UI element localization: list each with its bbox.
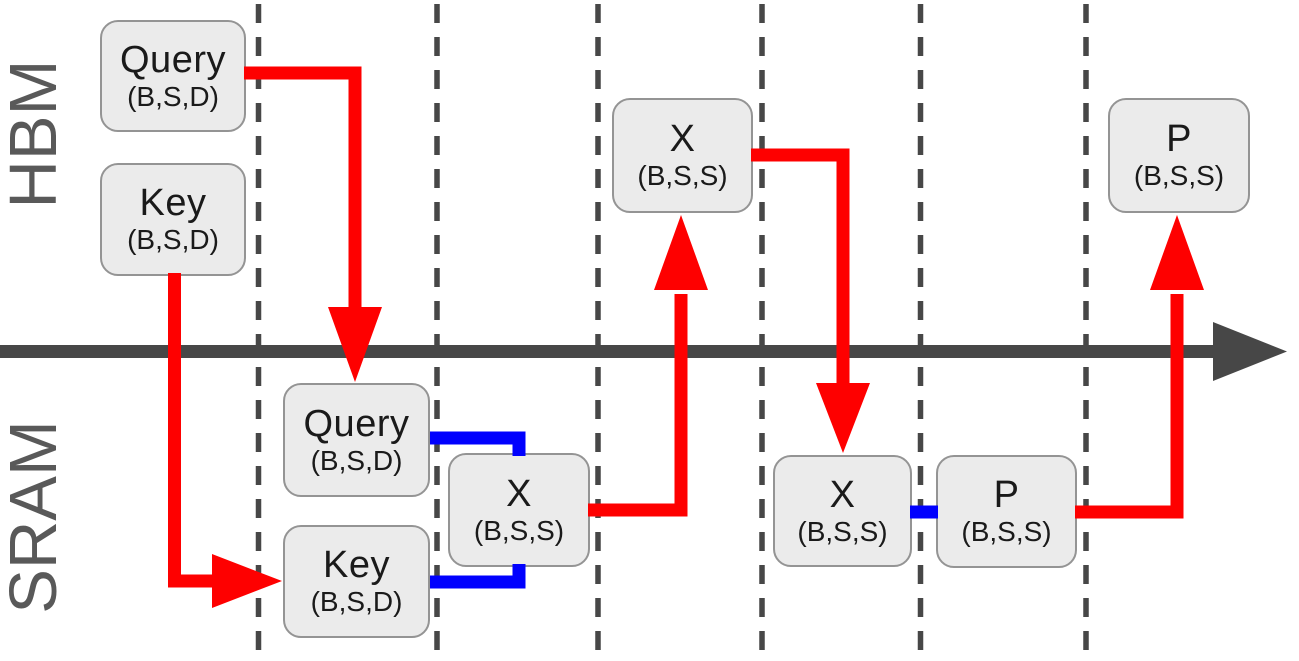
box-title: Query (303, 402, 410, 445)
sram-key-box: Key (B,S,D) (283, 525, 430, 638)
hbm-x-box: X (B,S,S) (612, 98, 753, 213)
box-title: P (1166, 118, 1192, 161)
load-query-arrowhead-icon (328, 307, 382, 382)
load-query-arrow (244, 66, 362, 310)
hbm-row-label: HBM (0, 59, 71, 209)
box-title: X (506, 472, 532, 515)
sram-x1-box: X (B,S,S) (448, 453, 590, 567)
box-title: Key (323, 544, 390, 587)
box-title: Query (120, 38, 226, 81)
box-dims: (B,S,D) (127, 224, 219, 256)
sram-x2-box: X (B,S,S) (773, 455, 912, 567)
hbm-key-box: Key (B,S,D) (100, 163, 246, 276)
box-dims: (B,S,S) (797, 515, 888, 547)
box-dims: (B,S,S) (637, 160, 728, 192)
box-title: P (993, 474, 1020, 517)
box-dims: (B,S,S) (1133, 160, 1225, 192)
load-key-arrowhead-icon (212, 554, 282, 608)
load-x-arrow (751, 148, 850, 387)
box-dims: (B,S,D) (310, 444, 403, 476)
write-x-arrowhead-icon (654, 215, 708, 290)
load-x-arrowhead-icon (816, 383, 870, 453)
load-key-arrow (168, 273, 214, 588)
hbm-query-box: Query (B,S,D) (100, 20, 246, 132)
box-title: Key (139, 182, 207, 225)
write-p-arrow (1075, 294, 1184, 519)
write-p-arrowhead-icon (1150, 215, 1204, 290)
sram-query-box: Query (B,S,D) (283, 383, 430, 497)
box-title: X (829, 473, 856, 516)
box-title: X (669, 118, 696, 161)
box-dims: (B,S,S) (473, 514, 565, 546)
sram-row-label: SRAM (0, 420, 71, 614)
box-dims: (B,S,D) (310, 586, 403, 618)
box-dims: (B,S,D) (127, 80, 219, 112)
hbm-p-box: P (B,S,S) (1108, 98, 1250, 213)
write-x-arrow (588, 294, 688, 517)
sram-p-box: P (B,S,S) (936, 455, 1077, 568)
timeline-arrowhead-icon (1213, 322, 1287, 381)
box-dims: (B,S,S) (961, 516, 1052, 548)
